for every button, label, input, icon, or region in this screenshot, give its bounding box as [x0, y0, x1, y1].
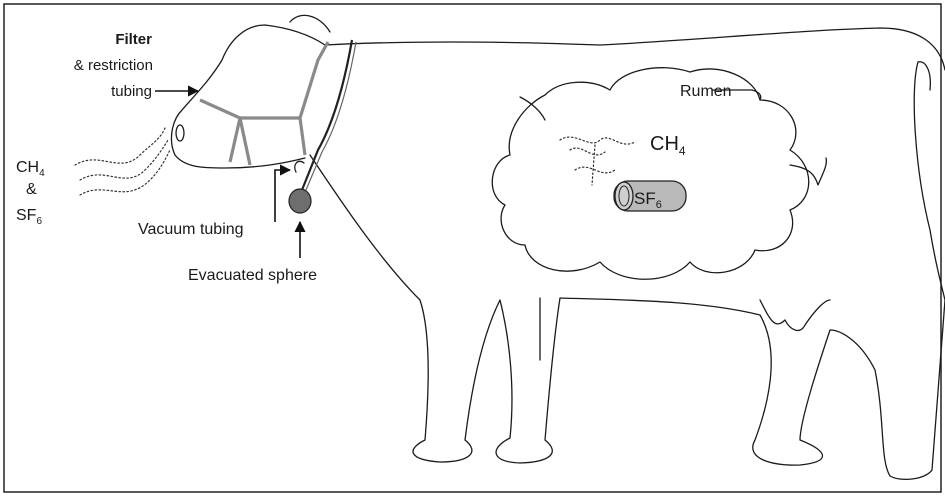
udder-outline [760, 300, 830, 330]
tail-top [918, 62, 930, 90]
vacuum-tubing-arrow [275, 170, 290, 222]
label-vacuum-tubing: Vacuum tubing [138, 221, 244, 238]
evacuated-sphere [289, 189, 311, 213]
head-outline [171, 25, 325, 168]
halter [200, 42, 328, 165]
vacuum-tubing-line-2 [306, 42, 356, 190]
label-sf6-left: SF6 [16, 207, 42, 227]
label-ch4-left: CH4 [16, 159, 45, 179]
label-ch4-rumen: CH4 [650, 133, 686, 158]
label-tubing: tubing [111, 83, 152, 100]
label-restriction: & restriction [74, 57, 153, 74]
esophagus-stub [520, 97, 545, 120]
vacuum-tubing-line [302, 40, 352, 190]
label-ampersand: & [26, 181, 37, 198]
label-rumen: Rumen [680, 83, 732, 100]
gas-plume [75, 128, 170, 195]
nostril [176, 125, 184, 141]
ear-outline [290, 15, 330, 32]
rumen-gas-bubbles [560, 137, 635, 185]
tubing-loop [295, 161, 304, 172]
diagram-frame [4, 4, 941, 492]
cow-outline [310, 28, 945, 479]
label-evacuated-sphere: Evacuated sphere [188, 267, 317, 284]
rumen-outline [492, 68, 808, 280]
label-filter: Filter [115, 31, 152, 48]
